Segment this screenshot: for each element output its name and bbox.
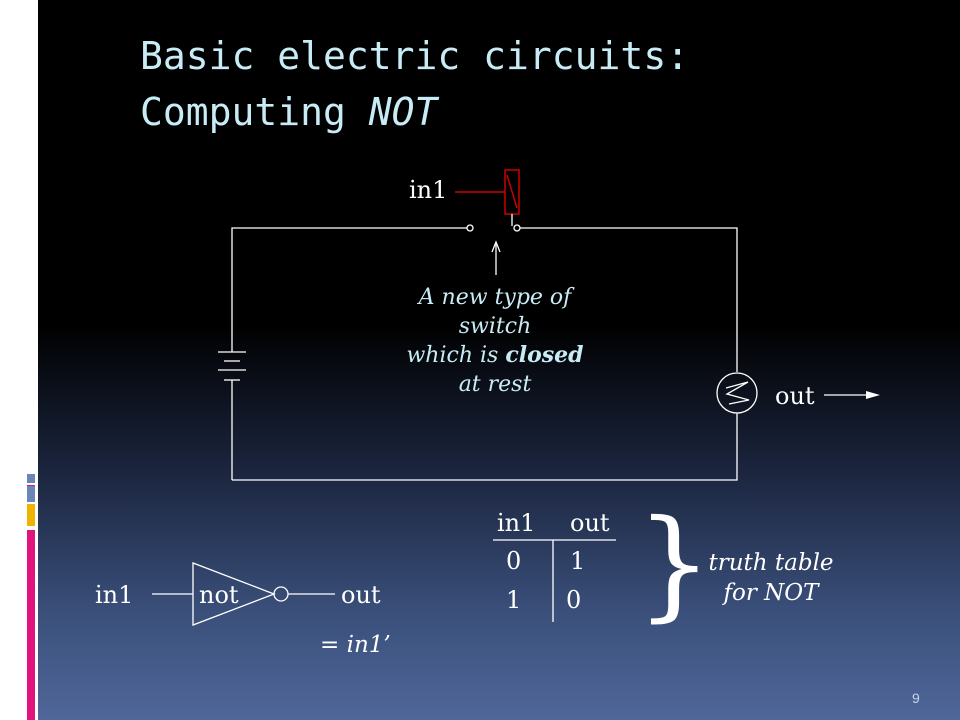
annotation-line: which is closed [370, 341, 620, 370]
truth-table-header-out: out [570, 509, 610, 537]
annotation-emphasis: closed [505, 342, 584, 368]
accent-strip-yellow [27, 504, 35, 526]
wire-top-left [231, 227, 467, 352]
not-gate-bubble [273, 586, 289, 602]
gate-name-label: not [199, 581, 239, 609]
curly-brace: } [636, 495, 713, 634]
truth-table-caption: truth table for NOT [686, 548, 856, 608]
switch-annotation: A new type of switch which is closed at … [370, 283, 620, 399]
equation-variable: in1’ [346, 632, 391, 658]
annotation-line: at rest [458, 372, 532, 397]
annotation-line: A new type of [418, 285, 572, 310]
accent-strip-pink [27, 530, 35, 720]
output-arrow-head [866, 391, 880, 399]
gate-input-label: in1 [95, 581, 134, 609]
actuator-hatch [506, 174, 518, 209]
switch-contact [466, 224, 474, 232]
truth-table-cell: 1 [506, 586, 522, 614]
truth-table-cell: 0 [566, 586, 582, 614]
truth-table-cell: 1 [570, 547, 586, 575]
pointer-arrow-head [491, 240, 501, 253]
switch-input-label: in1 [409, 176, 448, 204]
annotation-text: which is [406, 343, 506, 368]
lamp-icon [716, 372, 758, 414]
title-line-2-emphasis: NOT [368, 90, 438, 134]
caption-line: truth table [708, 550, 834, 576]
lamp-output-label: out [775, 382, 815, 410]
wire-bottom-right [232, 413, 738, 481]
page-number: 9 [912, 690, 920, 706]
lamp-filament [725, 381, 750, 405]
accent-strip-blue [27, 474, 35, 483]
switch-contact [513, 224, 521, 232]
wire-top-right [520, 227, 738, 372]
caption-line: for NOT [723, 580, 819, 606]
title-line-2-prefix: Computing [140, 90, 369, 134]
gate-equation: = in1’ [320, 632, 391, 658]
title-line-1: Basic electric circuits: [140, 34, 690, 78]
accent-strip-blue [27, 486, 35, 502]
equation-prefix: = [320, 632, 347, 658]
truth-table-cell: 0 [506, 547, 522, 575]
truth-table-header-in1: in1 [497, 509, 536, 537]
annotation-line: switch [458, 314, 532, 339]
not-gate-triangle [192, 562, 276, 626]
gate-output-label: out [341, 581, 381, 609]
slide-title: Basic electric circuits: Computing NOT [140, 28, 920, 140]
